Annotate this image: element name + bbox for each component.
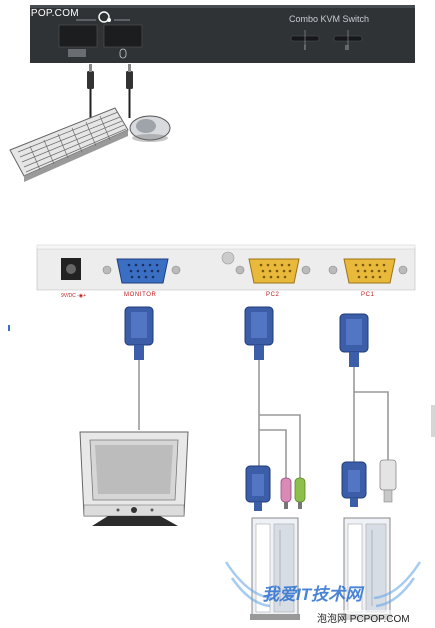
rear-panel [36,244,416,291]
monitor-port-icon [116,258,169,284]
mouse-icon [129,115,171,142]
pc2-tower-icon [250,517,300,620]
watermark-site-text: 泡泡网 PCPOP.COM [317,610,410,625]
brand-logo-icon [98,11,110,23]
port-1-label: I [304,45,306,52]
watermark-top-text: 网 PCPOP.COM [3,8,79,19]
vga-plug-pc2-icon [244,306,274,360]
pc1-port-icon [343,258,396,284]
crt-monitor-icon [79,431,189,526]
monitor-label: MONITOR [124,292,157,298]
power-label-text: 9V/DC [61,293,76,299]
pc1-tower-icon [342,517,392,620]
front-cables [87,64,133,118]
dc-polarity-icon: -◉+ [77,293,87,299]
watermark-wings-icon [224,561,422,608]
pc1-label: PC1 [361,292,375,298]
vga-plug-monitor-icon [124,306,154,360]
vga-plug-pc1-icon [339,313,369,367]
watermark-logo-text: 我爱IT技术网 [262,585,363,604]
cable-lines [138,360,389,480]
power-label: 9V/DC -◉+ [61,293,86,299]
front-panel-title: Combo KVM Switch [289,14,370,24]
mouse-port-icon [119,48,127,59]
port-2-label: II [345,45,349,52]
pc2-lower-connectors [245,465,306,511]
pc1-lower-connectors [341,459,397,507]
usb-plug-icon [379,459,397,491]
ps2-keyboard-plug-icon [280,477,292,503]
pc2-port-icon [248,258,300,284]
keyboard-icon [9,107,129,182]
ps2-mouse-plug-icon [294,477,306,503]
front-panel [30,5,415,63]
pc2-label: PC2 [266,292,280,298]
